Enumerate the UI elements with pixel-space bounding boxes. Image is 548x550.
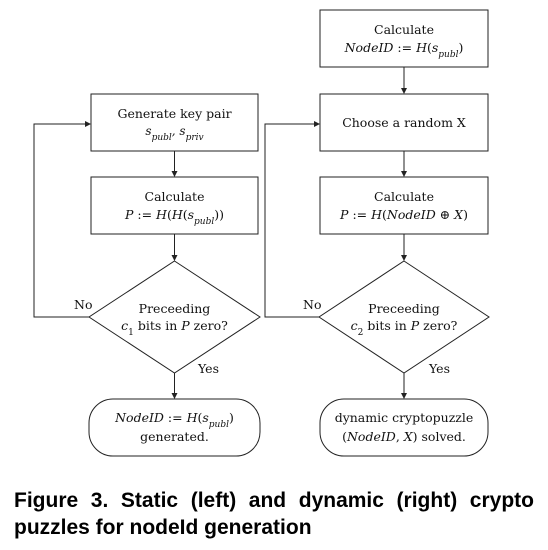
- choose-random-x-label: Choose a random X: [342, 115, 466, 130]
- yes-label: Yes: [197, 361, 219, 376]
- arrowhead: [314, 121, 320, 127]
- arrowhead: [401, 393, 407, 399]
- end-terminal-left: [88, 398, 261, 457]
- generate-key-pair-box: [90, 93, 259, 152]
- end-terminal-right: [319, 398, 489, 457]
- dynamic-puzzle-flow: Calculate NodeID := H(spubl) Choose a ra…: [264, 9, 490, 457]
- calculate-nodeid-box: [319, 9, 489, 68]
- calculate-p-xor-formula: P := H(NodeID ⊕ X): [339, 207, 468, 222]
- decision-diamond-c2: [318, 260, 490, 374]
- arrowhead: [401, 255, 407, 261]
- decision-diamond-c1: [88, 260, 261, 374]
- calculate-p-box: [90, 176, 259, 235]
- calculate-p-xor-box: [319, 176, 489, 235]
- calculate-label: Calculate: [374, 189, 434, 204]
- calculate-label: Calculate: [145, 189, 205, 204]
- flowchart: Generate key pair spubl, spriv Calculate…: [33, 9, 490, 457]
- yes-label: Yes: [428, 361, 450, 376]
- no-label: No: [74, 297, 92, 312]
- figure-caption: Figure 3. Static (left) and dynamic (rig…: [14, 489, 534, 539]
- end-text-right: dynamic cryptopuzzle: [335, 410, 474, 425]
- end-formula-right: (NodeID, X) solved.: [342, 429, 466, 444]
- arrowhead: [85, 121, 91, 127]
- decision-line1: Preceeding: [368, 301, 440, 316]
- arrowhead: [171, 393, 178, 399]
- arrowhead: [171, 171, 178, 177]
- calculate-label: Calculate: [374, 22, 434, 37]
- no-loop-line: [33, 123, 89, 318]
- end-text-left: generated.: [140, 429, 209, 444]
- no-label: No: [303, 297, 321, 312]
- arrowhead: [401, 88, 407, 94]
- no-loop-line: [264, 123, 319, 318]
- generate-key-pair-label: Generate key pair: [117, 106, 231, 121]
- arrowhead: [171, 255, 178, 261]
- arrowhead: [401, 171, 407, 177]
- decision-line1: Preceeding: [139, 301, 211, 316]
- static-puzzle-flow: Generate key pair spubl, spriv Calculate…: [33, 93, 261, 457]
